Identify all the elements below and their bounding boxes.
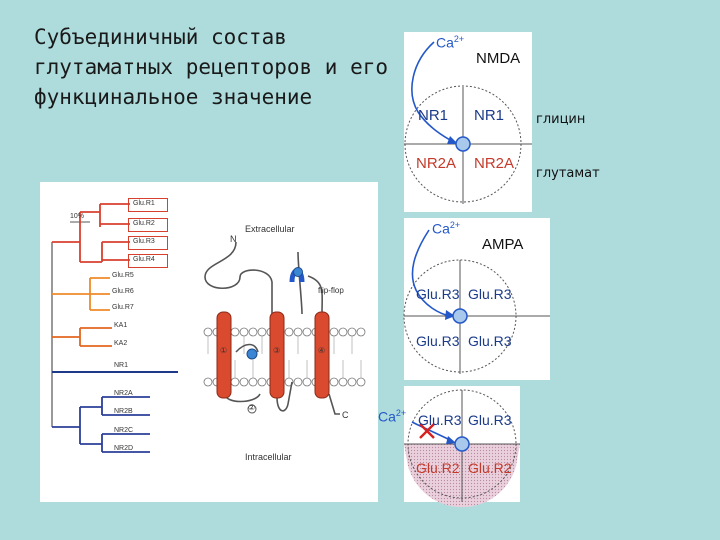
- nmda-panel: Ca2+ NMDA NR1 NR1 NR2A NR2A: [404, 32, 532, 212]
- tree-scale-label: 10%: [70, 213, 85, 220]
- membrane-topology: [203, 241, 366, 415]
- title-line-2: глутаматных рецепторов и его: [34, 55, 389, 79]
- title-line-3: функцинальное значение: [34, 85, 313, 109]
- tree-leaf-glur7: Glu.R7: [112, 304, 134, 311]
- title-line-1: Субъединичный состав: [34, 25, 287, 49]
- segment-3-label: ③: [273, 346, 281, 355]
- receptor-figure-panel: 10% Glu.R1 Glu.R2 Glu.R3 Glu.R4 Glu.R5 G…: [40, 182, 378, 502]
- helix-1: [216, 311, 232, 399]
- helix-3: [269, 311, 285, 399]
- ampa-subunit-bottom-right: Glu.R3: [468, 333, 512, 349]
- nmda-diagram: [404, 41, 532, 204]
- tree-leaf-glur4: Glu.R4: [128, 254, 168, 268]
- ampa-subunit-top-left: Glu.R3: [416, 286, 460, 302]
- tree-leaf-nr2c: NR2C: [114, 427, 134, 434]
- ampa-ion-label: Ca2+: [432, 220, 461, 237]
- tree-leaf-glur5: Glu.R5: [112, 272, 134, 279]
- ampa-panel: Ca2+ AMPA Glu.R3 Glu.R3 Glu.R3 Glu.R3: [403, 218, 550, 380]
- tree-leaf-nr2d: NR2D: [114, 445, 134, 452]
- glycine-label: глицин: [536, 112, 586, 127]
- ampa-glur2-panel: Glu.R3 Glu.R3 Glu.R2 Glu.R2: [404, 386, 520, 508]
- nmda-subunit-nr2a-left: NR2A: [416, 155, 457, 172]
- flip-flop-label: flip-flop: [318, 286, 344, 295]
- ampa-glur2-subunit-top-left: Glu.R3: [418, 412, 462, 428]
- tree-leaf-glur6: Glu.R6: [112, 288, 134, 295]
- nmda-subunit-nr2a-right: NR2A: [474, 155, 515, 172]
- tree-leaf-glur2: Glu.R2: [128, 218, 168, 232]
- glutamate-label: глутамат: [536, 166, 600, 181]
- ampa-glur2-subunit-bottom-right: Glu.R2: [468, 460, 512, 476]
- segment-1-label: ①: [220, 346, 228, 355]
- segment-2-label: ②: [248, 403, 256, 412]
- tree-leaf-glur1: Glu.R1: [128, 198, 168, 212]
- ampa-glur2-ion-label: Ca2+: [378, 408, 407, 425]
- n-terminus-label: N: [230, 234, 237, 244]
- ampa-glur2-diagram: [404, 389, 520, 508]
- tree-leaf-nr1: NR1: [114, 362, 129, 369]
- nmda-subunit-nr1-left: NR1: [418, 107, 449, 124]
- ampa-glur2-subunit-top-right: Glu.R3: [468, 412, 512, 428]
- segment-4-label: ④: [318, 346, 326, 355]
- c-terminus-label: C: [342, 410, 349, 420]
- extracellular-label: Extracellular: [245, 224, 295, 234]
- intracellular-label: Intracellular: [245, 452, 292, 462]
- ampa-name: AMPA: [482, 236, 524, 253]
- nmda-subunit-nr1-right: NR1: [474, 107, 505, 124]
- page-title: Субъединичный состав глутаматных рецепто…: [34, 22, 394, 112]
- ampa-subunit-bottom-left: Glu.R3: [416, 333, 460, 349]
- tree-leaf-nr2b: NR2B: [114, 408, 133, 415]
- tree-leaf-nr2a: NR2A: [114, 390, 133, 397]
- tree-leaf-ka2: KA2: [114, 340, 128, 347]
- ampa-glur2-subunit-bottom-left: Glu.R2: [416, 460, 460, 476]
- nmda-ion-label: Ca2+: [436, 34, 465, 51]
- ampa-subunit-top-right: Glu.R3: [468, 286, 512, 302]
- ampa-diagram: [403, 229, 550, 374]
- tree-leaf-glur3: Glu.R3: [128, 236, 168, 250]
- helix-4: [314, 311, 330, 399]
- phylogenetic-tree: [51, 203, 178, 453]
- tree-leaf-ka1: KA1: [114, 322, 128, 329]
- nmda-name: NMDA: [476, 50, 521, 67]
